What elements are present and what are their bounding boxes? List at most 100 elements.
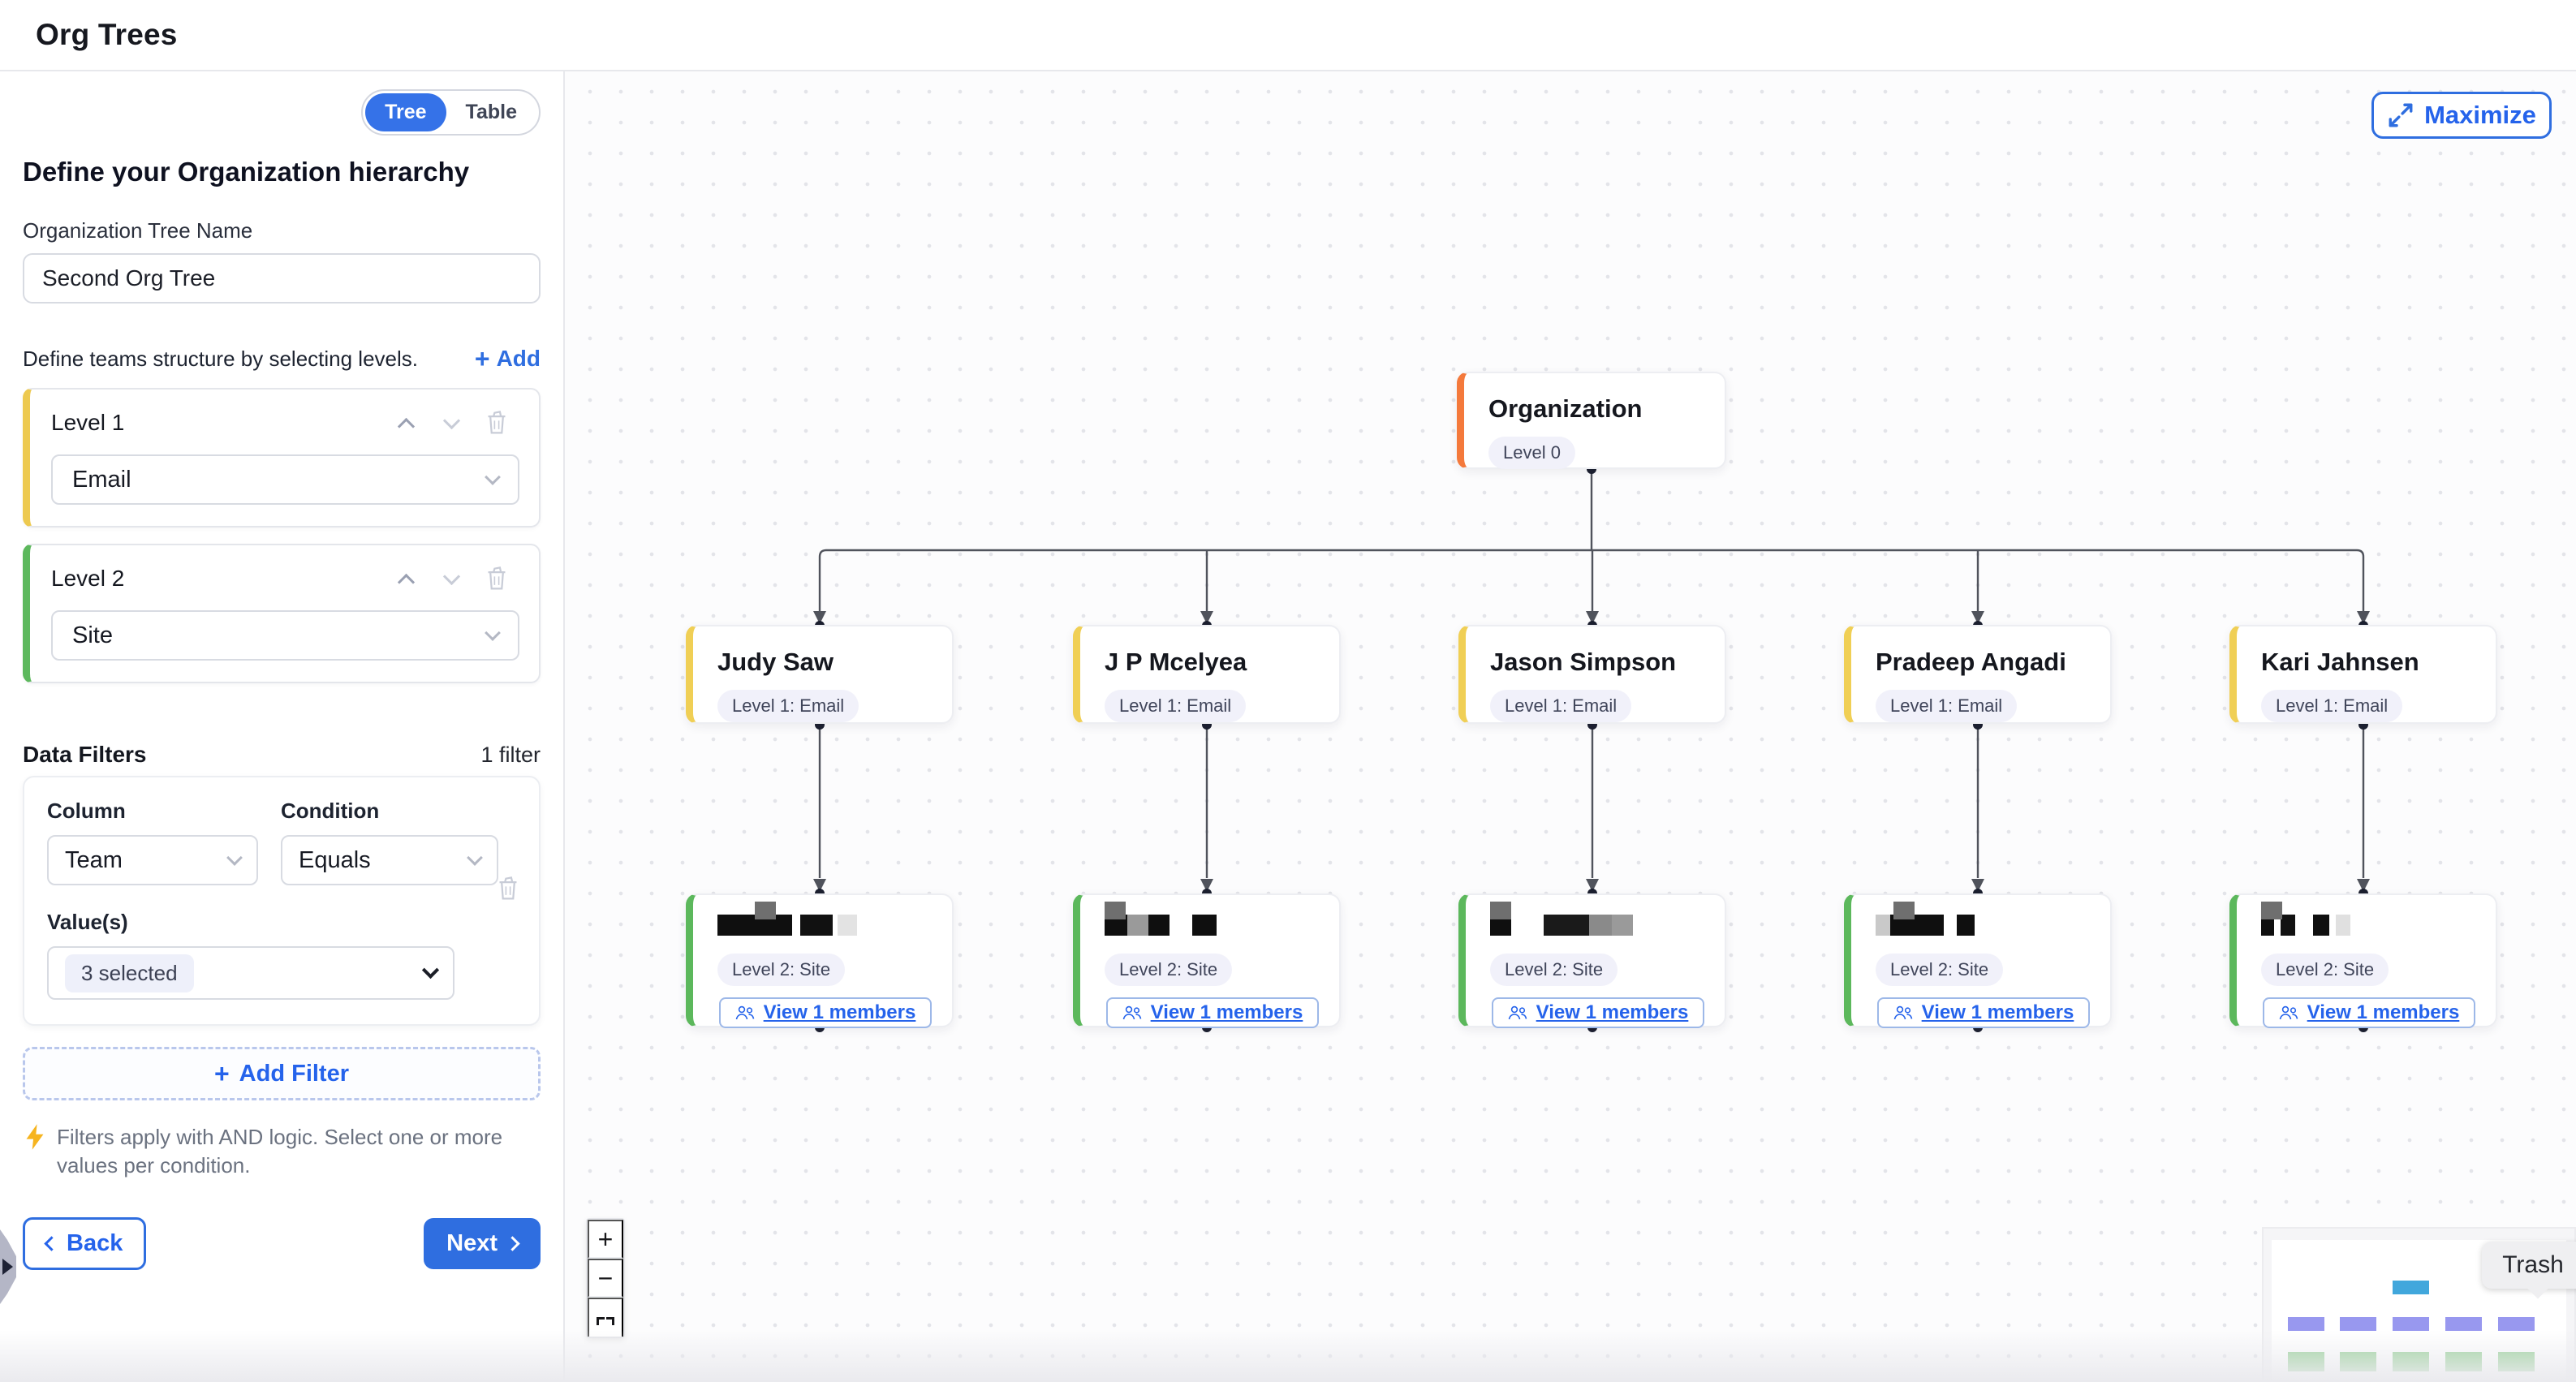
level-badge: Level 2: Site — [2261, 954, 2389, 986]
chevron-up-icon — [397, 573, 415, 591]
users-icon — [2279, 1005, 2298, 1020]
org-node-level2[interactable]: Level 2: Site View 1 members — [1073, 893, 1341, 1028]
level-badge: Level 1: Email — [2261, 690, 2403, 722]
level-badge: Level 0 — [1488, 437, 1575, 469]
move-level-down-button[interactable] — [429, 567, 474, 588]
org-node-level2[interactable]: Level 2: Site View 1 members — [1844, 893, 2112, 1028]
org-node-level1[interactable]: Pradeep Angadi Level 1: Email — [1844, 625, 2112, 724]
minimap-node — [2393, 1352, 2429, 1371]
tree-name-label: Organization Tree Name — [23, 218, 253, 243]
plus-icon: + — [213, 1059, 230, 1088]
minimap-node — [2340, 1352, 2376, 1371]
level-badge: Level 1: Email — [717, 690, 859, 722]
redacted-name — [717, 902, 933, 941]
trash-icon — [499, 876, 517, 900]
levels-hint: Define teams structure by selecting leve… — [23, 346, 418, 371]
users-icon — [735, 1005, 754, 1020]
filter-count: 1 filter — [480, 743, 541, 767]
zoom-in-button[interactable]: + — [588, 1220, 623, 1259]
toggle-option-table[interactable]: Table — [465, 101, 517, 123]
tree-edges — [813, 464, 2370, 1032]
move-level-down-button[interactable] — [429, 411, 474, 432]
column-select[interactable]: Team — [47, 835, 258, 885]
maximize-button[interactable]: Maximize — [2371, 92, 2552, 139]
redacted-name — [2261, 902, 2476, 941]
back-button[interactable]: Back — [23, 1217, 147, 1271]
level-card-2: Level 2 Site — [23, 544, 541, 683]
users-icon — [1122, 1005, 1141, 1020]
chevron-down-icon — [467, 850, 483, 866]
delete-filter-button[interactable] — [495, 875, 521, 902]
chevron-up-icon — [397, 417, 415, 435]
flow-canvas[interactable]: Maximize — [565, 71, 2576, 1382]
level-badge: Level 2: Site — [1105, 954, 1233, 986]
selected-count-chip: 3 selected — [65, 954, 194, 992]
org-node-level2[interactable]: Level 2: Site View 1 members — [1458, 893, 1726, 1028]
org-node-root[interactable]: Organization Level 0 — [1457, 372, 1726, 469]
chevron-down-icon — [485, 625, 501, 641]
org-node-level1[interactable]: Kari Jahnsen Level 1: Email — [2229, 625, 2497, 724]
chevron-down-icon — [226, 850, 243, 866]
delete-level-button[interactable] — [474, 409, 519, 437]
delete-level-button[interactable] — [474, 565, 519, 592]
move-level-up-button[interactable] — [383, 570, 429, 591]
sidebar-heading: Define your Organization hierarchy — [23, 157, 470, 187]
level-title: Level 1 — [51, 410, 125, 435]
fit-view-icon — [597, 1317, 614, 1335]
chevron-left-icon — [44, 1236, 59, 1251]
minimap-node — [2393, 1317, 2429, 1331]
chevron-down-icon — [442, 411, 460, 429]
add-level-button[interactable]: + Add — [474, 344, 541, 373]
trash-icon — [488, 411, 506, 434]
chevron-right-icon — [505, 1236, 520, 1251]
trash-icon — [488, 566, 506, 590]
condition-label: Condition — [281, 799, 380, 823]
move-level-up-button[interactable] — [383, 414, 429, 435]
fit-view-button[interactable] — [588, 1298, 623, 1337]
view-members-button[interactable]: View 1 members — [1876, 997, 2090, 1028]
lightning-icon — [26, 1124, 44, 1150]
level-card-1: Level 1 Email — [23, 388, 541, 527]
view-members-button[interactable]: View 1 members — [1491, 997, 1704, 1028]
condition-select[interactable]: Equals — [281, 835, 498, 885]
level-badge: Level 2: Site — [1490, 954, 1618, 986]
minimap-node — [2288, 1352, 2324, 1371]
minimap-node — [2445, 1317, 2482, 1331]
zoom-out-button[interactable]: − — [588, 1259, 623, 1298]
minimap-node — [2498, 1317, 2535, 1331]
redacted-name — [1876, 902, 2091, 941]
view-members-button[interactable]: View 1 members — [1105, 997, 1319, 1028]
add-filter-button[interactable]: + Add Filter — [23, 1047, 541, 1100]
level-title: Level 2 — [51, 566, 125, 591]
toggle-option-tree[interactable]: Tree — [365, 93, 446, 131]
plus-icon: + — [474, 344, 490, 373]
minimap-node — [2340, 1317, 2376, 1331]
redacted-name — [1490, 902, 1705, 941]
column-label: Column — [47, 799, 126, 823]
org-node-level1[interactable]: J P Mcelyea Level 1: Email — [1073, 625, 1341, 724]
level-badge: Level 1: Email — [1490, 690, 1632, 722]
org-node-level2[interactable]: Level 2: Site View 1 members — [686, 893, 954, 1028]
filter-card: Column Team Condition Equals Valu — [23, 776, 541, 1026]
maximize-icon — [2389, 103, 2413, 127]
level-1-select[interactable]: Email — [51, 454, 519, 505]
level-badge: Level 2: Site — [1876, 954, 2004, 986]
filters-note: Filters apply with AND logic. Select one… — [57, 1125, 503, 1178]
values-label: Value(s) — [47, 910, 128, 934]
view-members-button[interactable]: View 1 members — [718, 997, 932, 1028]
org-node-level1[interactable]: Judy Saw Level 1: Email — [686, 625, 954, 724]
view-toggle-row: Tree Table — [23, 89, 541, 136]
chevron-down-icon — [421, 961, 440, 979]
values-select[interactable]: 3 selected — [47, 946, 454, 1000]
level-2-select[interactable]: Site — [51, 610, 519, 661]
next-button[interactable]: Next — [424, 1218, 541, 1270]
view-members-button[interactable]: View 1 members — [2262, 997, 2475, 1028]
users-icon — [1893, 1005, 1912, 1020]
org-node-level1[interactable]: Jason Simpson Level 1: Email — [1458, 625, 1726, 724]
level-badge: Level 1: Email — [1105, 690, 1247, 722]
minimap-root-node — [2393, 1281, 2429, 1294]
minimap-node — [2498, 1352, 2535, 1371]
org-node-level2[interactable]: Level 2: Site View 1 members — [2229, 893, 2497, 1028]
tree-name-input[interactable] — [23, 253, 541, 304]
redacted-name — [1105, 902, 1320, 941]
